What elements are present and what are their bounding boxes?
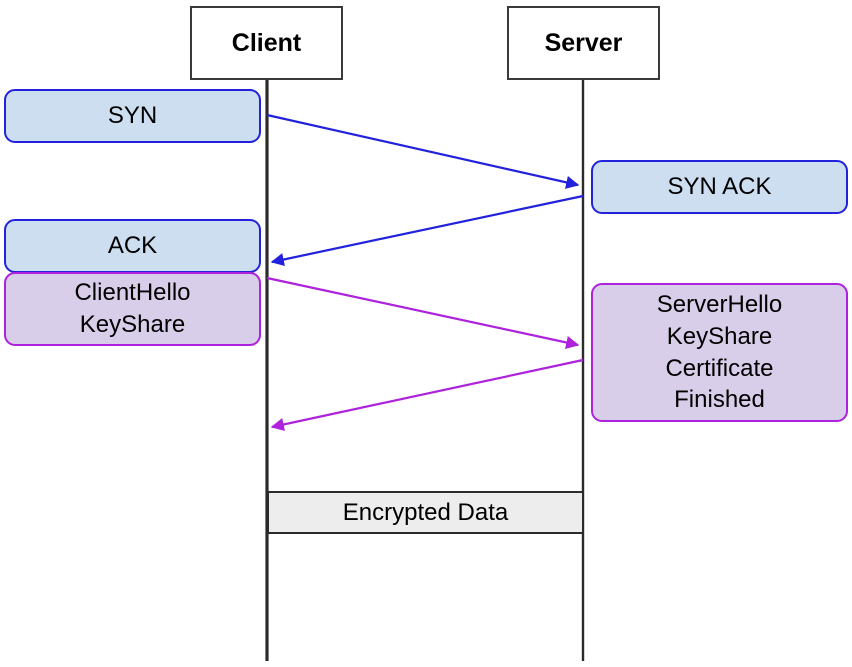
arrow-syn [266, 113, 580, 189]
message-line: Finished [674, 386, 765, 414]
actor-label-server: Server [544, 28, 623, 57]
actor-box-client: Client [190, 6, 343, 80]
arrow-client-hello [266, 276, 580, 349]
message-line: Certificate [665, 354, 774, 382]
encrypted-data-label: Encrypted Data [342, 498, 509, 526]
message-box-server-hello: ServerHello KeyShare Certificate Finishe… [591, 283, 848, 422]
message-line: ClientHello [74, 279, 191, 307]
message-line: ACK [107, 232, 158, 260]
message-line: ServerHello [656, 291, 783, 319]
actor-box-server: Server [507, 6, 660, 80]
message-line: SYN [107, 102, 158, 130]
message-box-syn-ack: SYN ACK [591, 160, 848, 214]
arrow-syn-ack [270, 194, 584, 266]
message-line: SYN ACK [667, 173, 772, 201]
actor-label-client: Client [231, 28, 302, 57]
message-line: KeyShare [79, 311, 186, 338]
message-box-ack: ACK [4, 219, 261, 273]
encrypted-data-band: Encrypted Data [267, 491, 584, 534]
message-line: KeyShare [666, 322, 773, 350]
message-box-client-hello: ClientHello KeyShare [4, 272, 261, 346]
arrow-server-hello [270, 358, 584, 431]
message-box-syn: SYN [4, 89, 261, 143]
